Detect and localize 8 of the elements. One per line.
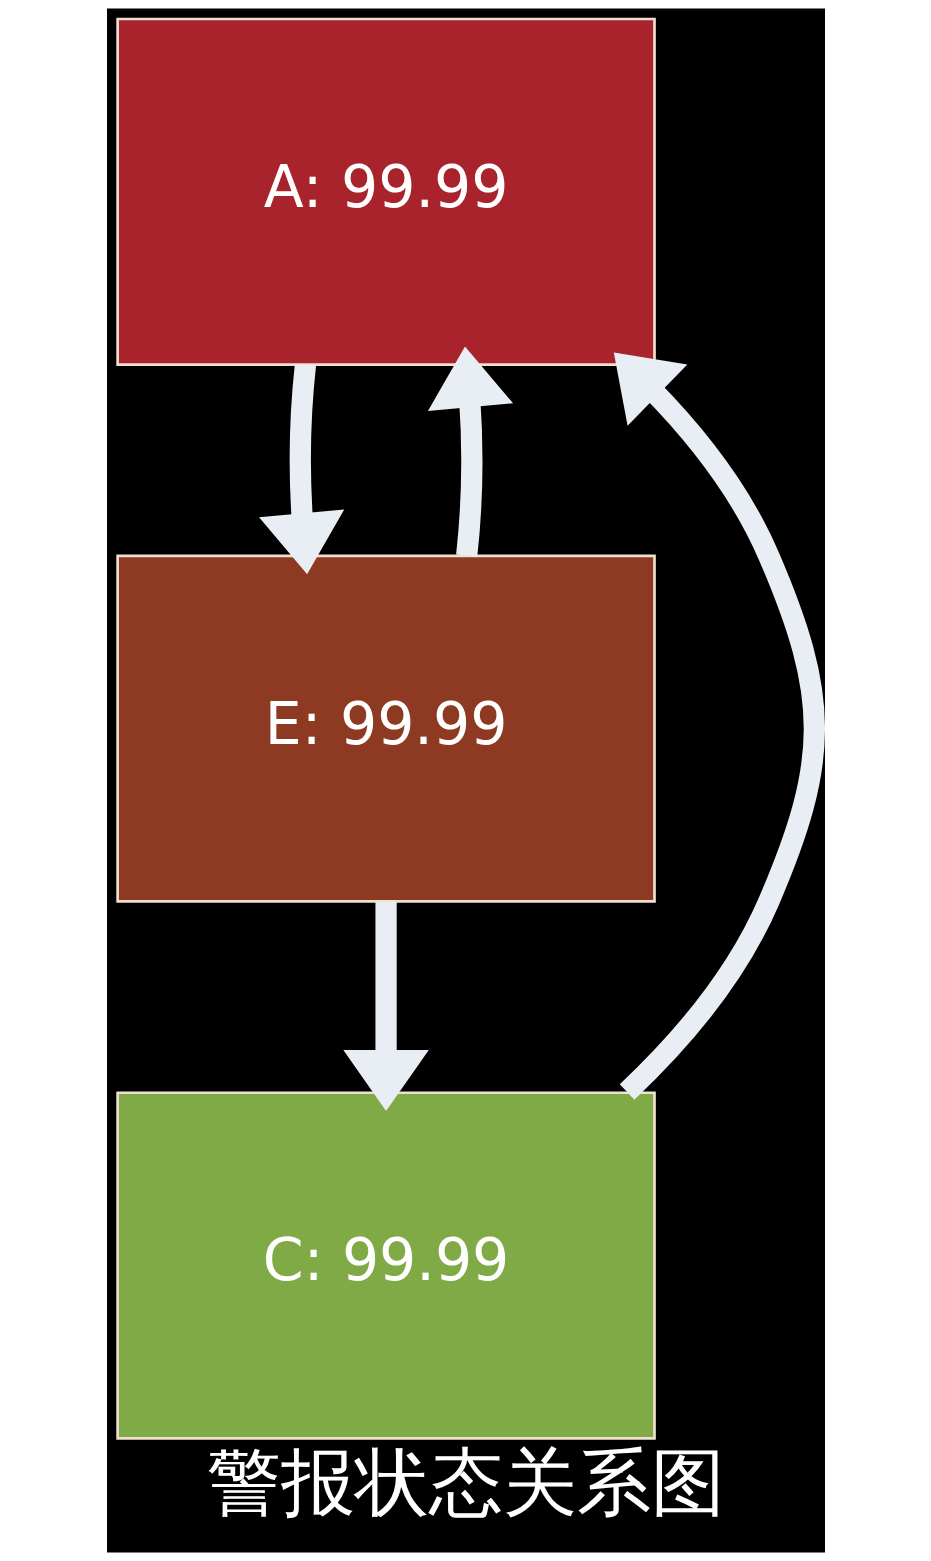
node-box: C: 99.99 bbox=[115, 1091, 656, 1440]
arrow bbox=[427, 346, 513, 557]
arrow bbox=[258, 363, 344, 575]
diagram-title: 警报状态关系图 bbox=[206, 1439, 725, 1527]
node-box: A: 99.99 bbox=[115, 17, 656, 366]
arrow bbox=[613, 352, 825, 1100]
arrow bbox=[342, 901, 429, 1112]
node-box: E: 99.99 bbox=[115, 554, 656, 903]
